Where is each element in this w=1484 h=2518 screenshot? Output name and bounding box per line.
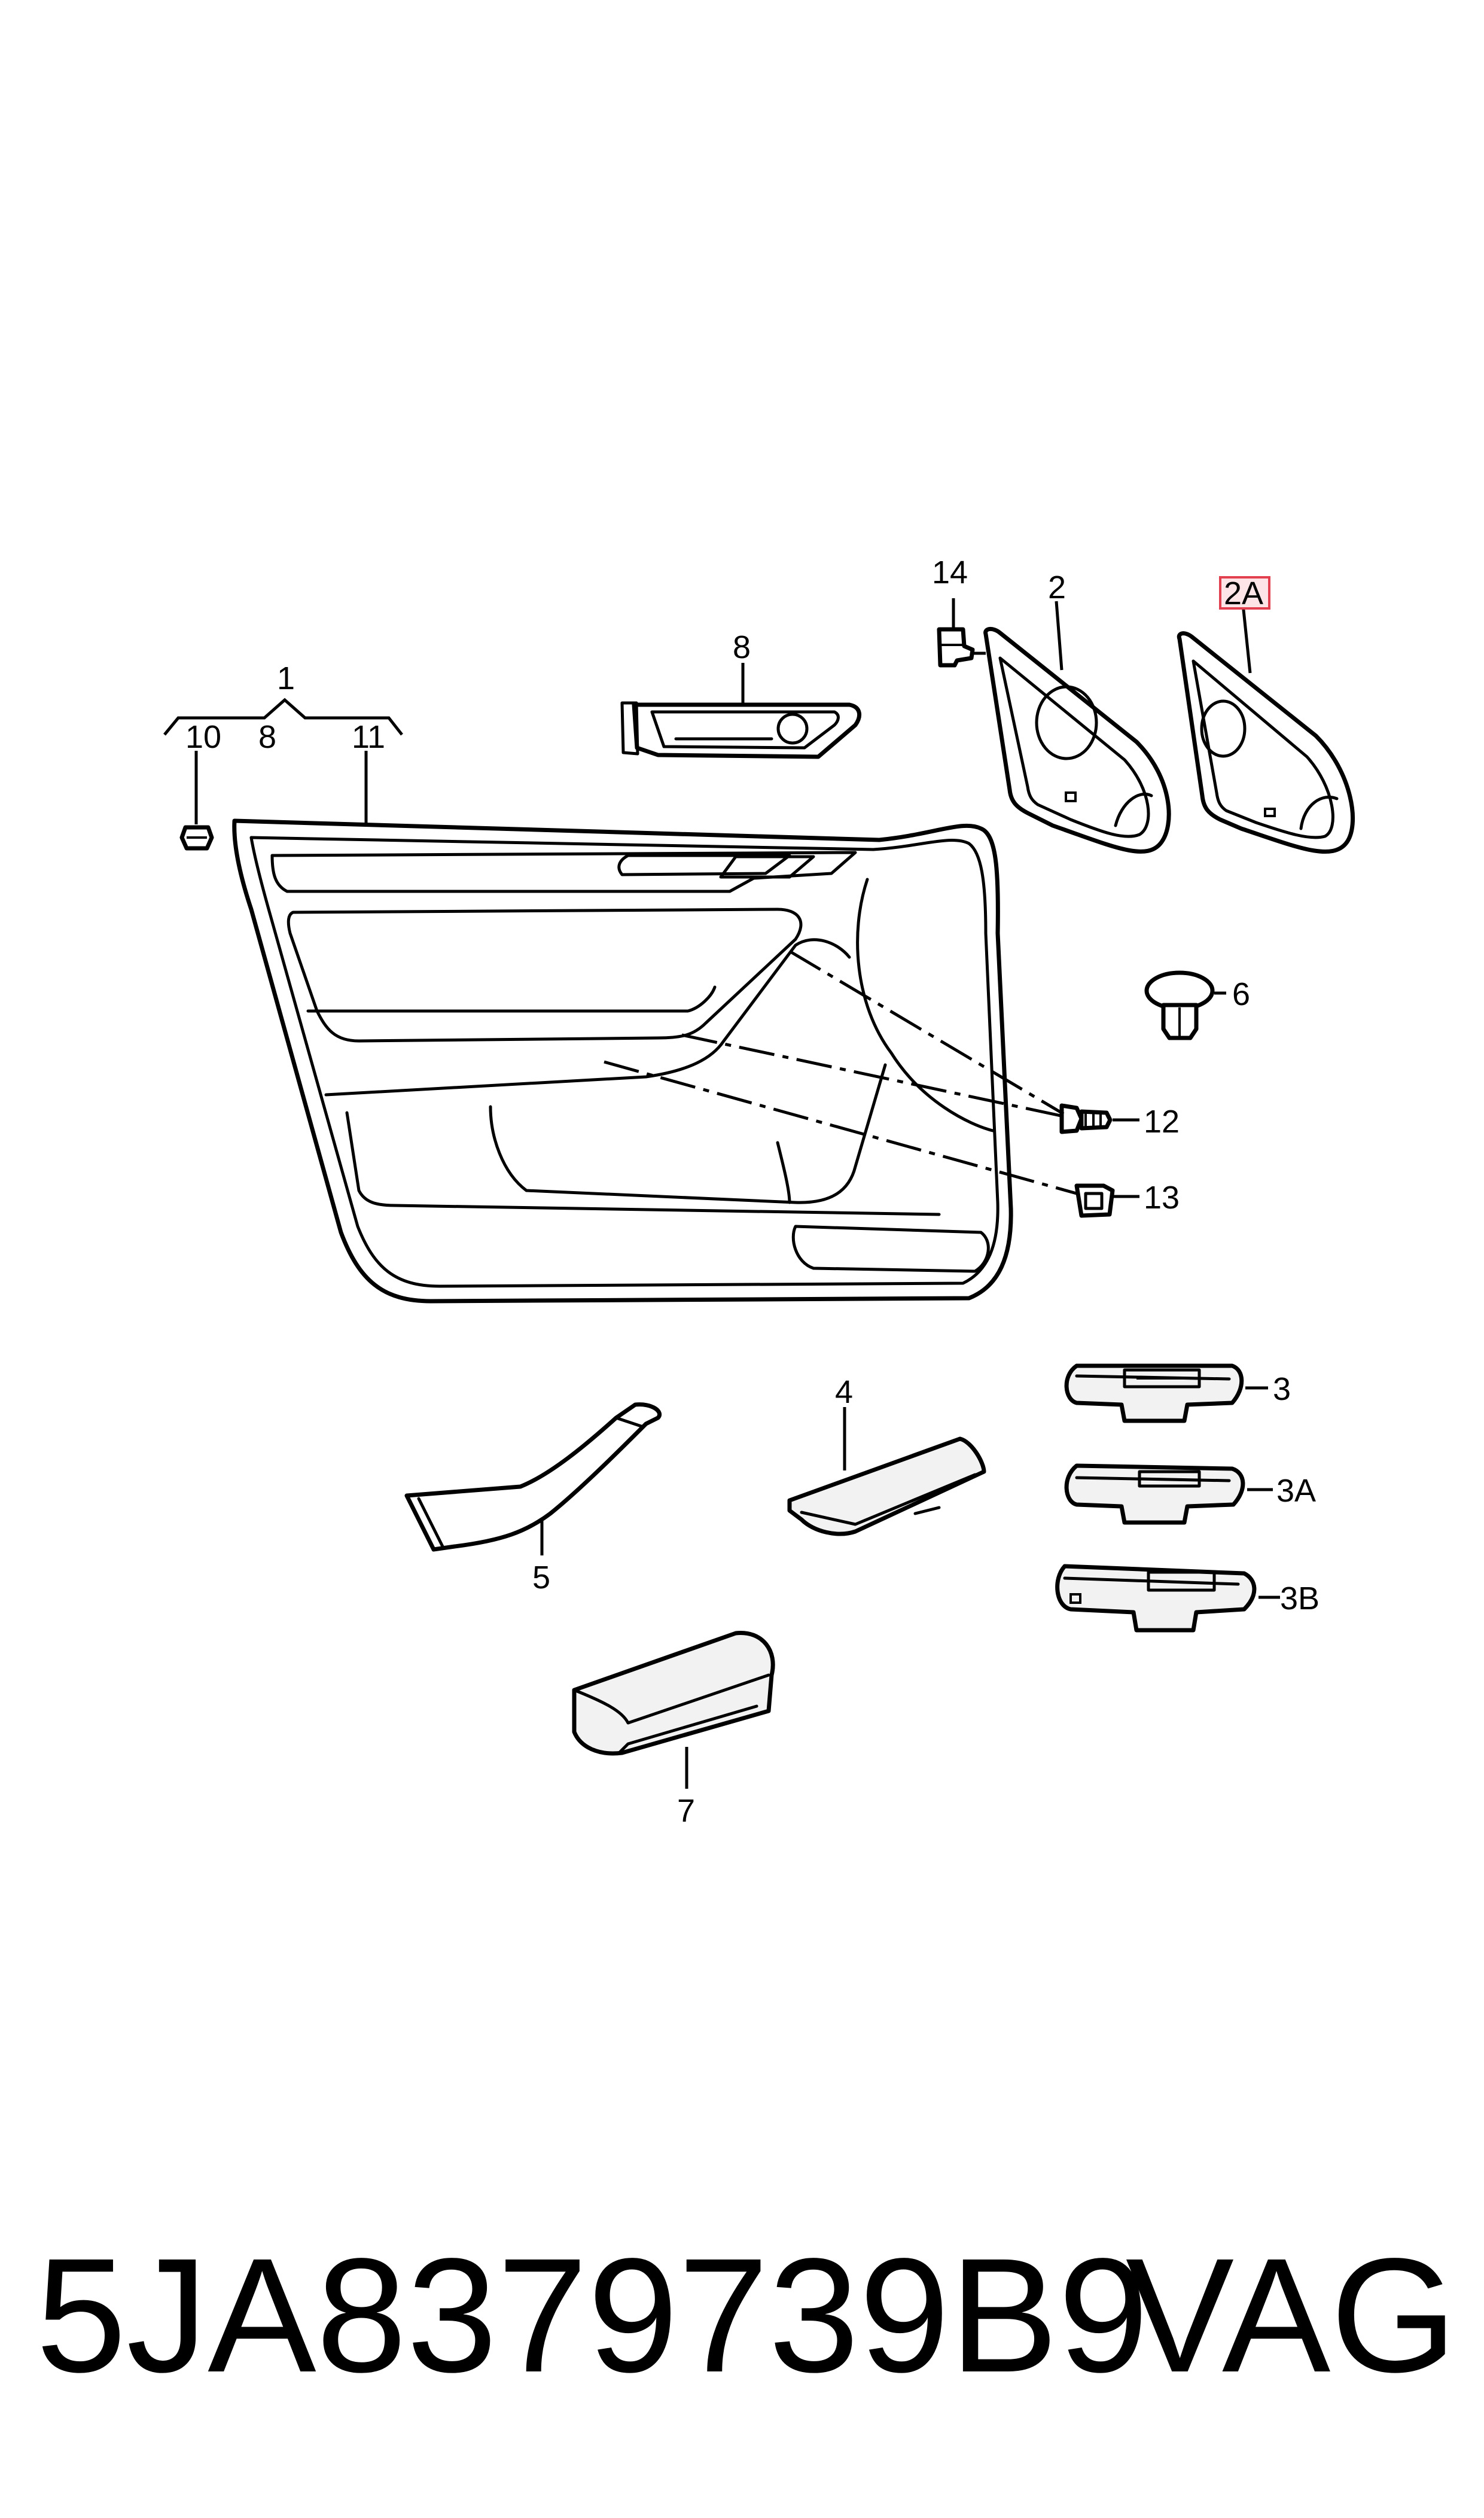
label-3a[interactable]: 3A bbox=[1276, 1473, 1316, 1509]
label-12[interactable]: 12 bbox=[1144, 1104, 1180, 1140]
label-3b[interactable]: 3B bbox=[1280, 1581, 1320, 1616]
assembly-dashdot-lines bbox=[604, 949, 1077, 1195]
part-2-mirror-cover[interactable] bbox=[983, 601, 1171, 854]
label-11[interactable]: 11 bbox=[352, 719, 385, 755]
label-1[interactable]: 1 bbox=[277, 660, 295, 696]
part-13-clip[interactable] bbox=[1074, 1183, 1139, 1218]
label-3[interactable]: 3 bbox=[1273, 1371, 1291, 1407]
label-5[interactable]: 5 bbox=[532, 1560, 550, 1596]
part-1-door-trim-panel[interactable] bbox=[232, 818, 1013, 1304]
assembly-bracket-1 bbox=[163, 698, 403, 736]
part-6-rivet[interactable] bbox=[1144, 970, 1226, 1040]
label-14[interactable]: 14 bbox=[932, 555, 968, 590]
highlight-box-2a bbox=[1219, 576, 1270, 610]
label-8-group[interactable]: 8 bbox=[258, 719, 276, 755]
label-2a[interactable]: 2A bbox=[1224, 576, 1263, 611]
part-3a-window-switch[interactable] bbox=[1064, 1463, 1273, 1525]
part-10-clip[interactable] bbox=[179, 751, 214, 851]
part-3-window-switch[interactable] bbox=[1064, 1363, 1268, 1423]
part-12-screw[interactable] bbox=[1059, 1103, 1139, 1134]
label-4[interactable]: 4 bbox=[835, 1374, 853, 1410]
label-8[interactable]: 8 bbox=[733, 629, 751, 665]
part-8-handle-trim[interactable] bbox=[620, 663, 861, 759]
part-4-storage-cover[interactable] bbox=[787, 1407, 986, 1536]
part-3b-window-switch[interactable] bbox=[1055, 1564, 1280, 1633]
part-number: 5JA8379739B9 bbox=[36, 2224, 1149, 2406]
label-7[interactable]: 7 bbox=[677, 1793, 695, 1829]
part-5-trim-strip[interactable] bbox=[404, 1402, 662, 1555]
part-2a-mirror-cover[interactable] bbox=[1177, 604, 1355, 854]
part-14-clip[interactable] bbox=[937, 598, 975, 668]
callout-labels: 1 10 8 11 8 14 2 2A 6 12 13 3 3A 3B 4 5 … bbox=[185, 555, 1320, 1829]
label-13[interactable]: 13 bbox=[1144, 1180, 1180, 1216]
part-7-storage-box[interactable] bbox=[572, 1631, 775, 1789]
label-2[interactable]: 2 bbox=[1048, 570, 1066, 605]
label-10[interactable]: 10 bbox=[185, 719, 221, 755]
label-6[interactable]: 6 bbox=[1232, 976, 1250, 1012]
brand-name: VAG bbox=[1125, 2224, 1457, 2406]
